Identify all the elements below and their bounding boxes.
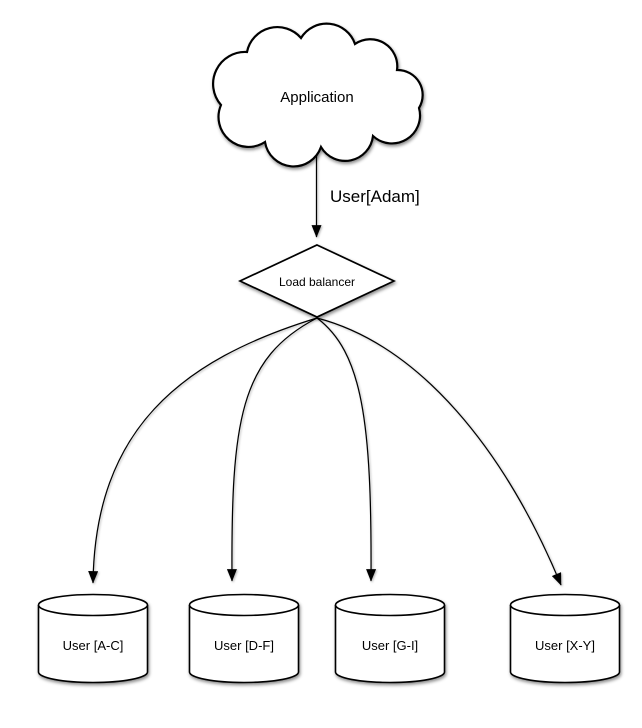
node-load-balancer-label: Load balancer [279,275,355,289]
edge-lb-to-shard-a-c [88,317,318,584]
cylinder-top-icon [334,593,446,617]
node-shard-x-y: User [X-Y] [509,593,621,684]
edge-group [88,153,562,586]
node-application: Application [212,22,424,168]
edge-lb-to-shard-x-y [316,317,562,586]
edge-lb-to-shard-g-i [316,317,377,582]
cylinder-body-icon [188,605,300,684]
cloud-shape-icon [212,22,424,168]
node-shard-g-i-label: User [G-I] [362,638,418,653]
cylinder-top-icon [509,593,621,617]
cylinder-top-icon [37,593,149,617]
node-shard-a-c: User [A-C] [37,593,149,684]
node-shard-x-y-label: User [X-Y] [535,638,595,653]
node-shard-a-c-label: User [A-C] [63,638,124,653]
cylinder-body-icon [509,605,621,684]
edge-lb-to-shard-d-f [226,317,318,582]
diamond-shape-icon [237,244,397,318]
node-application-label: Application [280,89,353,106]
node-shard-g-i: User [G-I] [334,593,446,684]
cylinder-body-icon [334,605,446,684]
node-shard-d-f: User [D-F] [188,593,300,684]
edge-app-to-lb-label: User[Adam] [330,187,420,206]
cylinder-top-icon [188,593,300,617]
cylinder-body-icon [37,605,149,684]
node-load-balancer: Load balancer [237,244,397,318]
node-shard-d-f-label: User [D-F] [214,638,274,653]
